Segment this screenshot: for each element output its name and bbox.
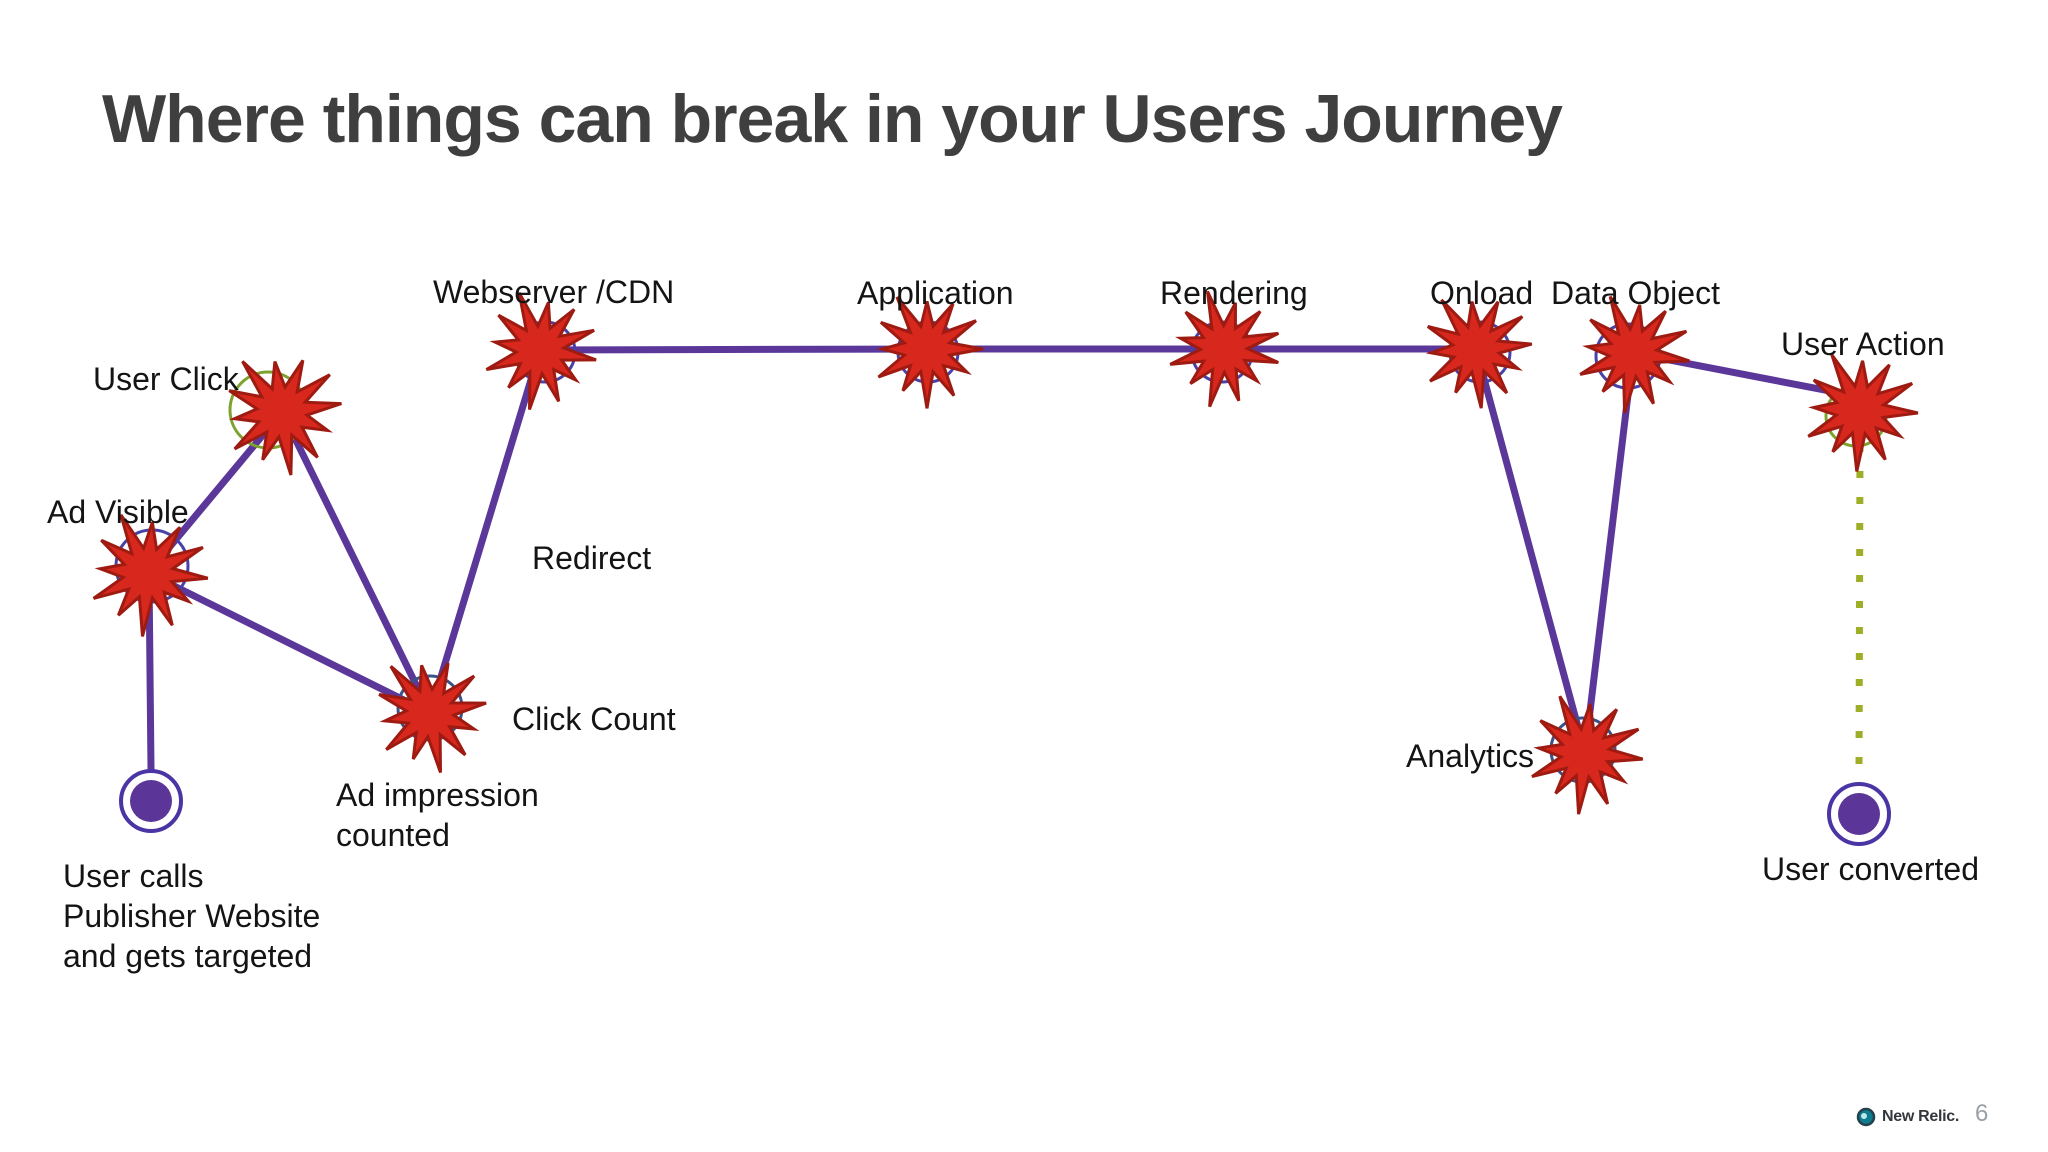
edge-analytics-to-data-object — [1581, 349, 1637, 757]
edge-ad-visible-to-click-count — [144, 569, 434, 717]
label-ad-impression: Ad impression counted — [336, 777, 539, 853]
label-ad-visible: Ad Visible — [47, 494, 189, 530]
label-application: Application — [857, 275, 1014, 311]
edge-click-count-to-webserver-cdn — [426, 346, 544, 717]
label-end-caption: User converted — [1762, 851, 1979, 887]
label-user-click: User Click — [93, 361, 239, 397]
label-rendering: Rendering — [1160, 275, 1308, 311]
edge-user-action-to-end — [1855, 444, 1864, 773]
terminal-dot-end — [1838, 793, 1880, 835]
slide-title: Where things can break in your Users Jou… — [102, 81, 1563, 157]
label-data-object: Data Object — [1551, 275, 1720, 311]
breakpoint-star-ad-visible — [92, 513, 209, 637]
edge-user-click-to-click-count — [278, 408, 434, 717]
label-analytics: Analytics — [1406, 738, 1535, 774]
label-start-caption: User calls Publisher Website and gets ta… — [63, 858, 321, 974]
breakpoint-star-webserver-cdn — [485, 291, 597, 410]
breakpoint-star-user-click — [228, 359, 342, 476]
breakpoint-star-rendering — [1169, 290, 1280, 408]
label-user-action: User Action — [1781, 326, 1945, 362]
edge-onload-to-analytics — [1472, 345, 1589, 757]
edge-webserver-cdn-to-application — [536, 345, 931, 354]
label-click-count: Click Count — [512, 701, 676, 737]
breakpoint-star-onload — [1425, 298, 1533, 409]
breakpoint-star-click-count — [378, 662, 487, 773]
breakpoint-star-application — [876, 296, 984, 409]
label-onload: Onload — [1430, 275, 1534, 311]
label-webserver-cdn: Webserver /CDN — [433, 274, 675, 310]
terminal-dot-start — [130, 780, 172, 822]
breakpoint-star-data-object — [1579, 295, 1690, 414]
breakpoint-star-user-action — [1807, 353, 1919, 472]
label-redirect: Redirect — [532, 540, 652, 576]
breakpoint-star-analytics — [1531, 695, 1644, 815]
